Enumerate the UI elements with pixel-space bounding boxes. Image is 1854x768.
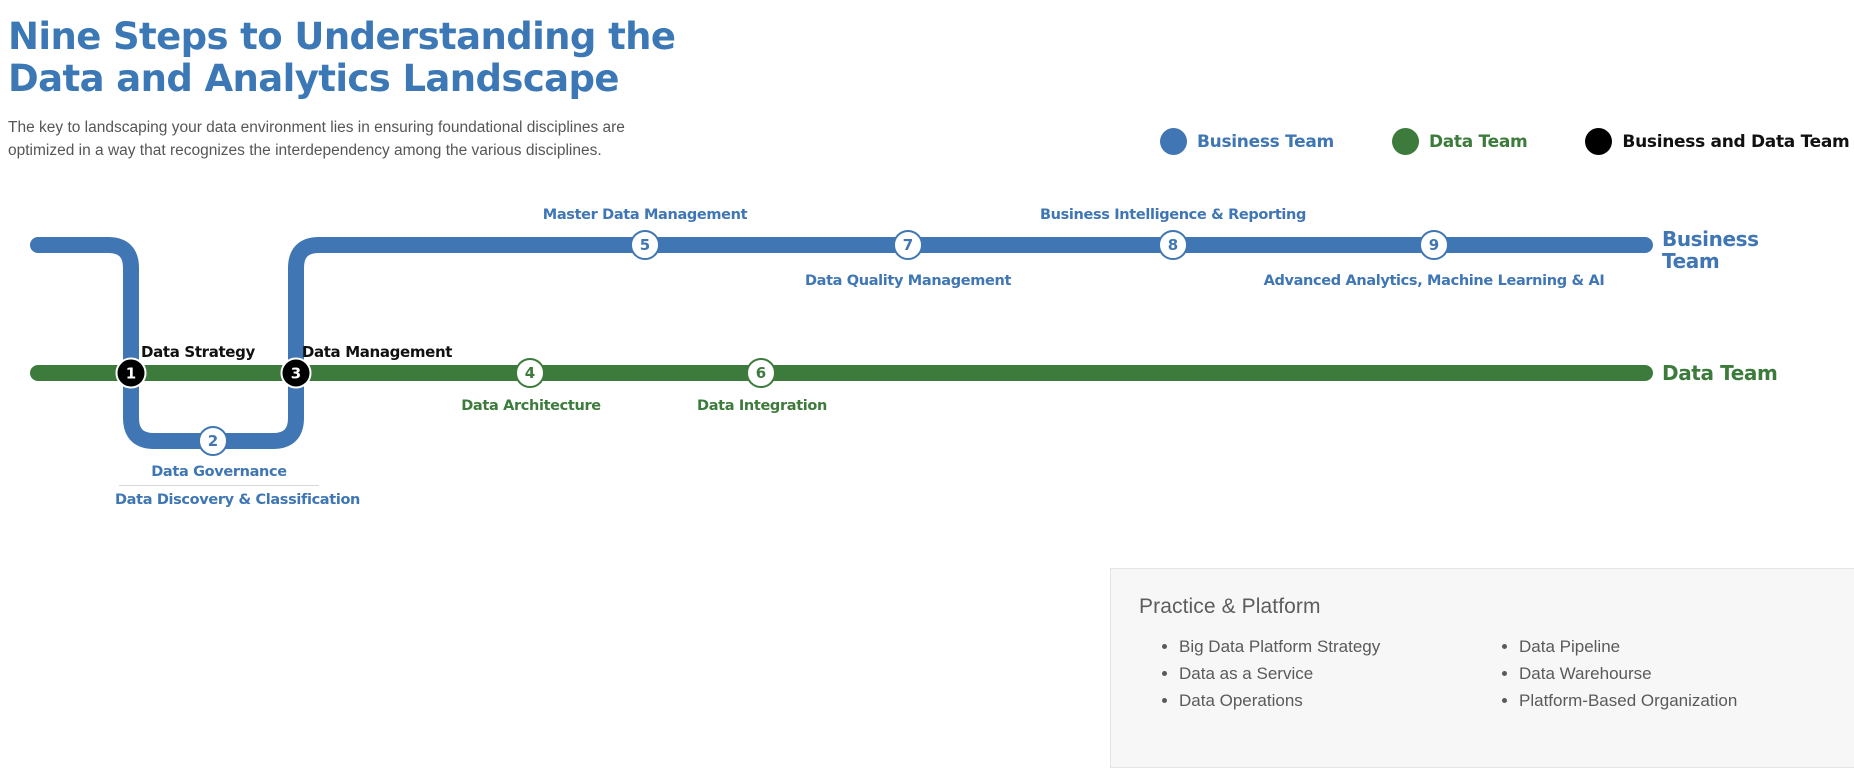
step-label-2-primary: Data Governance bbox=[151, 464, 287, 480]
legend-item-business-and-data-team: Business and Data Team bbox=[1585, 128, 1850, 155]
legend-item-data-team: Data Team bbox=[1391, 128, 1528, 155]
list-item: Data Pipeline bbox=[1519, 633, 1819, 660]
list-item: Big Data Platform Strategy bbox=[1179, 633, 1479, 660]
step-label-2-secondary: Data Discovery & Classification bbox=[115, 492, 361, 508]
step-node-4[interactable]: 4 bbox=[515, 358, 545, 388]
step-node-8[interactable]: 8 bbox=[1158, 230, 1188, 260]
list-item: Data Warehourse bbox=[1519, 660, 1819, 687]
page-subtitle: The key to landscaping your data environ… bbox=[8, 119, 625, 159]
legend-dot-icon bbox=[1585, 128, 1613, 155]
business-track-end-label: Business Team bbox=[1662, 227, 1759, 273]
step-node-1[interactable]: 1 bbox=[115, 357, 147, 389]
practice-platform-panel: Practice & Platform Big Data Platform St… bbox=[1110, 568, 1854, 768]
step-label-7: Data Quality Management bbox=[804, 273, 1012, 289]
legend: Business Team Data Team Business and Dat… bbox=[1160, 128, 1850, 155]
practice-platform-column-right: Data Pipeline Data Warehourse Platform-B… bbox=[1479, 633, 1819, 714]
practice-platform-column-left: Big Data Platform Strategy Data as a Ser… bbox=[1139, 633, 1479, 714]
step-node-7[interactable]: 7 bbox=[893, 230, 923, 260]
step-label-6: Data Integration bbox=[697, 398, 827, 414]
step-label-8: Business Intelligence & Reporting bbox=[1039, 207, 1307, 223]
step-node-9[interactable]: 9 bbox=[1419, 230, 1449, 260]
step-label-3: Data Management bbox=[301, 343, 453, 361]
practice-platform-columns: Big Data Platform Strategy Data as a Ser… bbox=[1139, 633, 1854, 714]
step-node-2[interactable]: 2 bbox=[198, 426, 228, 456]
legend-dot-icon bbox=[1160, 128, 1187, 155]
list-item: Data Operations bbox=[1179, 687, 1479, 714]
legend-dot-icon bbox=[1391, 128, 1419, 155]
step-label-2-divider bbox=[119, 485, 319, 486]
step-label-4: Data Architecture bbox=[461, 398, 601, 414]
list-item: Platform-Based Organization bbox=[1519, 687, 1819, 714]
legend-label: Business and Data Team bbox=[1622, 131, 1850, 152]
header: Nine Steps to Understanding the Data and… bbox=[8, 16, 768, 162]
step-node-5[interactable]: 5 bbox=[630, 230, 660, 260]
step-label-9: Advanced Analytics, Machine Learning & A… bbox=[1263, 273, 1605, 289]
page-title: Nine Steps to Understanding the Data and… bbox=[8, 15, 676, 100]
step-label-2: Data Governance Data Discovery & Classif… bbox=[115, 462, 361, 510]
step-node-6[interactable]: 6 bbox=[746, 358, 776, 388]
process-diagram: 1 2 3 4 5 6 7 8 9 Data Strategy Data Gov… bbox=[0, 190, 1854, 560]
practice-platform-title: Practice & Platform bbox=[1139, 595, 1321, 618]
legend-label: Data Team bbox=[1428, 131, 1528, 152]
legend-label: Business Team bbox=[1197, 131, 1334, 152]
step-node-3[interactable]: 3 bbox=[280, 357, 312, 389]
step-label-5: Master Data Management bbox=[542, 207, 748, 223]
data-track-end-label: Data Team bbox=[1662, 361, 1778, 385]
step-label-1: Data Strategy bbox=[141, 343, 255, 361]
legend-item-business-team: Business Team bbox=[1160, 128, 1334, 155]
list-item: Data as a Service bbox=[1179, 660, 1479, 687]
